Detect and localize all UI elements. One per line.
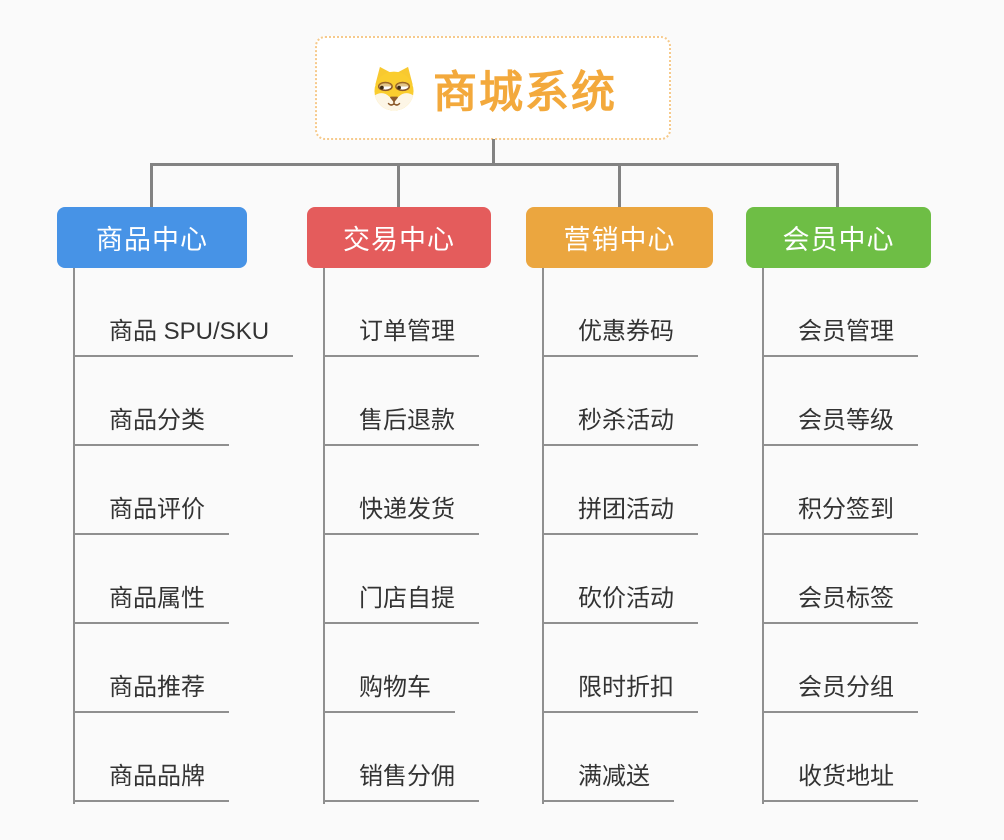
child-topic[interactable]: 会员分组 xyxy=(762,674,918,713)
child-topic[interactable]: 商品属性 xyxy=(73,585,229,624)
child-slot: 砍价活动 xyxy=(542,535,698,624)
child-slot: 门店自提 xyxy=(323,535,479,624)
branch-children: 会员管理会员等级积分签到会员标签会员分组收货地址 xyxy=(762,268,918,804)
child-slot: 会员等级 xyxy=(762,357,918,446)
child-topic[interactable]: 优惠券码 xyxy=(542,318,698,357)
child-slot: 商品分类 xyxy=(73,357,293,446)
child-slot: 满减送 xyxy=(542,713,698,802)
dog-face-icon xyxy=(374,66,414,111)
child-topic[interactable]: 销售分佣 xyxy=(323,763,479,802)
child-slot: 会员分组 xyxy=(762,624,918,713)
child-topic[interactable]: 商品推荐 xyxy=(73,674,229,713)
child-slot: 秒杀活动 xyxy=(542,357,698,446)
root-node[interactable]: 商城系统 xyxy=(315,36,671,140)
child-slot: 销售分佣 xyxy=(323,713,479,802)
child-slot: 商品品牌 xyxy=(73,713,293,802)
child-topic[interactable]: 限时折扣 xyxy=(542,674,698,713)
dog-left-eye xyxy=(377,81,393,92)
child-slot: 积分签到 xyxy=(762,446,918,535)
child-slot: 购物车 xyxy=(323,624,479,713)
child-topic[interactable]: 商品分类 xyxy=(73,407,229,446)
child-slot: 会员管理 xyxy=(762,268,918,357)
child-slot: 收货地址 xyxy=(762,713,918,802)
child-slot: 订单管理 xyxy=(323,268,479,357)
child-topic[interactable]: 快递发货 xyxy=(323,496,479,535)
child-topic[interactable]: 会员标签 xyxy=(762,585,918,624)
child-slot: 商品推荐 xyxy=(73,624,293,713)
branch-child-line xyxy=(762,268,764,804)
branch-children: 订单管理售后退款快递发货门店自提购物车销售分佣 xyxy=(323,268,479,804)
connector-drop xyxy=(150,163,153,207)
branch-label: 会员中心 xyxy=(782,225,895,255)
child-slot: 会员标签 xyxy=(762,535,918,624)
child-topic[interactable]: 会员等级 xyxy=(762,407,918,446)
branch-node[interactable]: 营销中心 xyxy=(526,207,713,268)
child-topic[interactable]: 会员管理 xyxy=(762,318,918,357)
dog-right-eye xyxy=(395,81,411,92)
branch-children: 商品 SPU/SKU 商品分类商品评价商品属性商品推荐商品品牌 xyxy=(73,268,294,804)
child-topic[interactable]: 拼团活动 xyxy=(542,496,698,535)
child-topic[interactable]: 商品品牌 xyxy=(73,763,229,802)
connector-root-stem xyxy=(492,139,495,164)
branch-node[interactable]: 交易中心 xyxy=(307,207,491,268)
child-slot: 优惠券码 xyxy=(542,268,698,357)
child-topic[interactable]: 商品 SPU/SKU xyxy=(73,318,294,357)
branch-child-line xyxy=(542,268,544,804)
child-topic[interactable]: 商品评价 xyxy=(73,496,229,535)
child-topic[interactable]: 购物车 xyxy=(323,674,455,713)
child-slot: 商品属性 xyxy=(73,535,293,624)
child-topic[interactable]: 售后退款 xyxy=(323,407,479,446)
child-slot: 商品评价 xyxy=(73,446,293,535)
child-topic[interactable]: 订单管理 xyxy=(323,318,479,357)
branch-children: 优惠券码秒杀活动拼团活动砍价活动限时折扣满减送 xyxy=(542,268,698,804)
branch-node[interactable]: 商品中心 xyxy=(57,207,247,268)
child-topic[interactable]: 砍价活动 xyxy=(542,585,698,624)
child-topic[interactable]: 满减送 xyxy=(542,763,674,802)
child-slot: 商品 SPU/SKU xyxy=(73,268,294,357)
branch-child-line xyxy=(323,268,325,804)
branch-label: 营销中心 xyxy=(563,225,676,255)
child-topic[interactable]: 积分签到 xyxy=(762,496,918,535)
branch-label: 商品中心 xyxy=(96,225,208,255)
root-title: 商城系统 xyxy=(433,68,617,117)
child-slot: 快递发货 xyxy=(323,446,479,535)
connector-drop xyxy=(618,163,621,207)
child-slot: 限时折扣 xyxy=(542,624,698,713)
child-topic[interactable]: 门店自提 xyxy=(323,585,479,624)
connector-drop xyxy=(397,163,400,207)
child-topic[interactable]: 秒杀活动 xyxy=(542,407,698,446)
child-slot: 拼团活动 xyxy=(542,446,698,535)
connector-drop xyxy=(836,163,839,207)
child-slot: 售后退款 xyxy=(323,357,479,446)
branch-label: 交易中心 xyxy=(343,225,455,255)
branch-child-line xyxy=(73,268,75,804)
connector-bus xyxy=(150,163,839,166)
branch-node[interactable]: 会员中心 xyxy=(746,207,931,268)
child-topic[interactable]: 收货地址 xyxy=(762,763,918,802)
